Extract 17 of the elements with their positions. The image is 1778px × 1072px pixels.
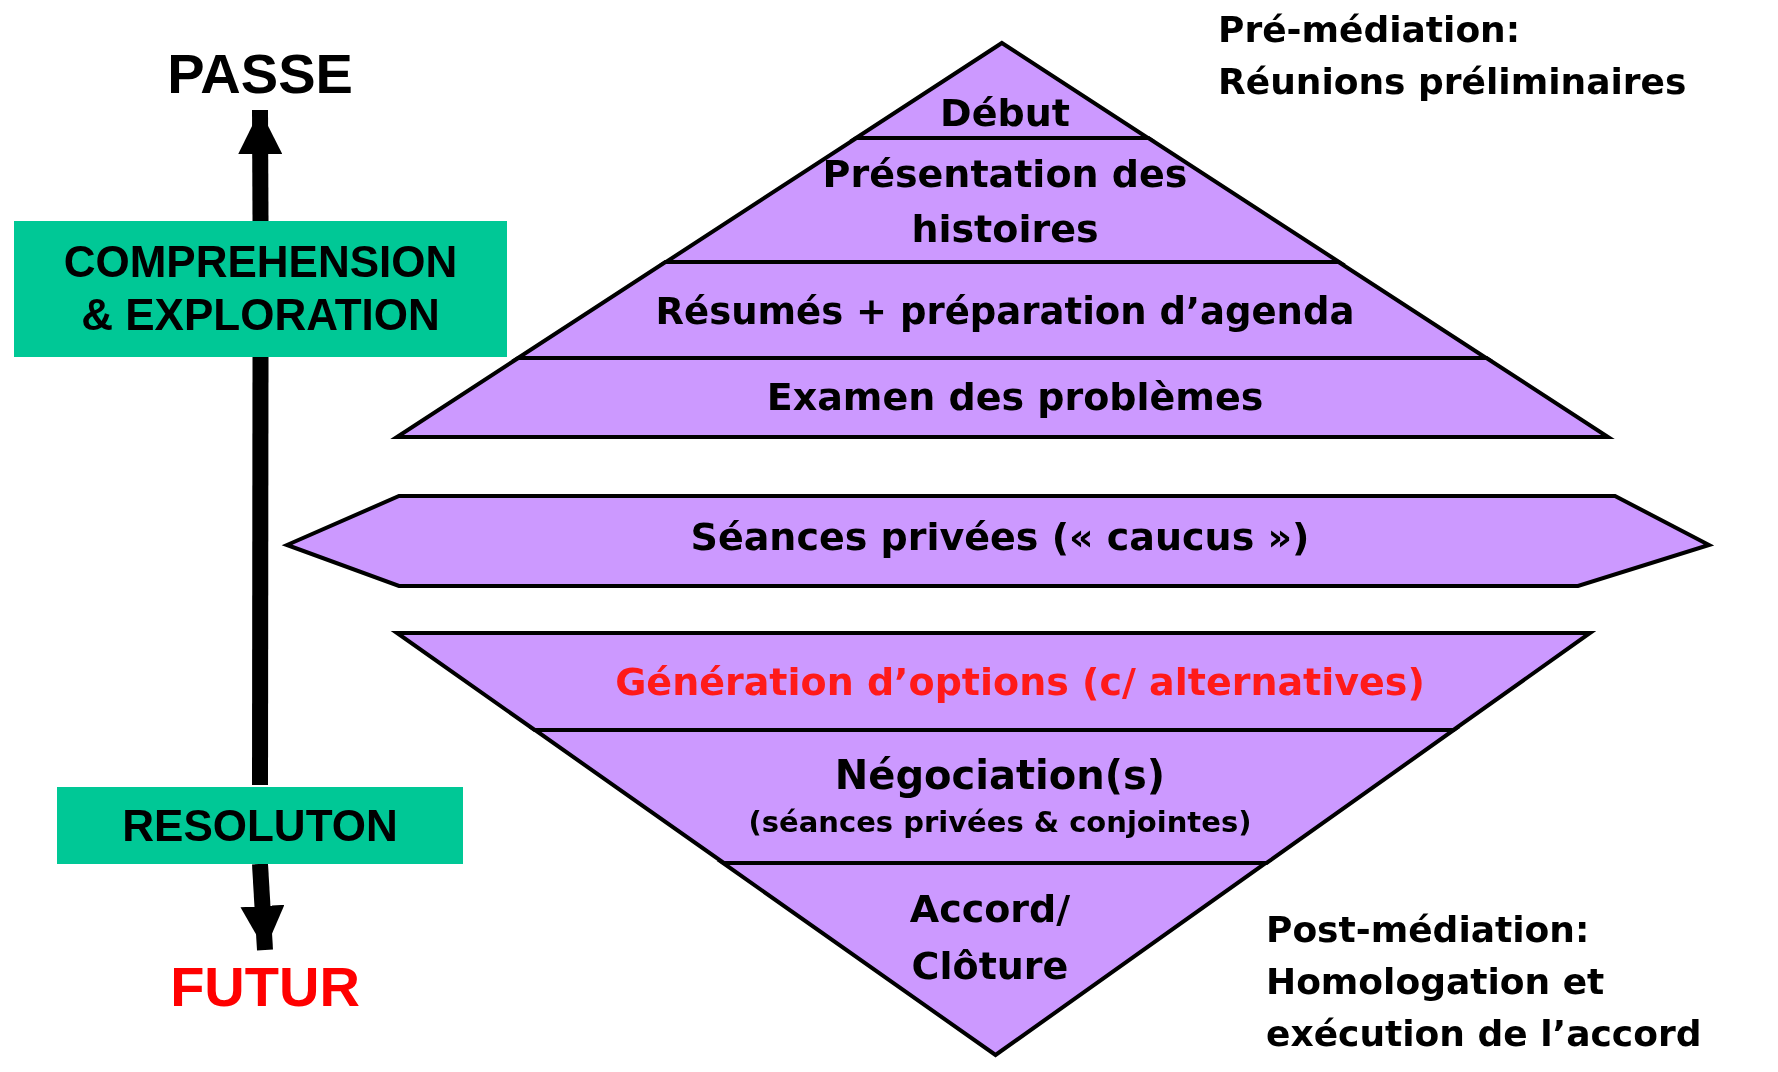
phase-box: RESOLUTON (57, 787, 463, 864)
stage-label: Négociation(s) (834, 751, 1166, 801)
phase-box: COMPREHENSION & EXPLORATION (14, 221, 507, 357)
timeline-label: FUTUR (150, 952, 380, 1022)
stage-label: Présentation des histoires (821, 150, 1189, 253)
phase-note: Pré-médiation: Réunions préliminaires (1218, 8, 1688, 105)
stage-label: Séances privées (« caucus ») (690, 513, 1310, 561)
stage-label: Génération d’options (c/ alternatives) (615, 658, 1425, 706)
timeline-arrow (238, 109, 283, 222)
phase-note: Post-médiation: Homologation et exécution de l’accord (1266, 908, 1703, 1057)
timeline-arrow (240, 863, 285, 951)
stage-label: Accord/ Clôture (908, 886, 1072, 990)
stage-note: (séances privées & conjointes) (748, 804, 1252, 842)
stage-label: Examen des problèmes (766, 373, 1264, 421)
stage-label: Début (940, 89, 1070, 137)
timeline-label: PASSE (150, 40, 370, 108)
stage-label: Résumés + préparation d’agenda (655, 289, 1355, 336)
